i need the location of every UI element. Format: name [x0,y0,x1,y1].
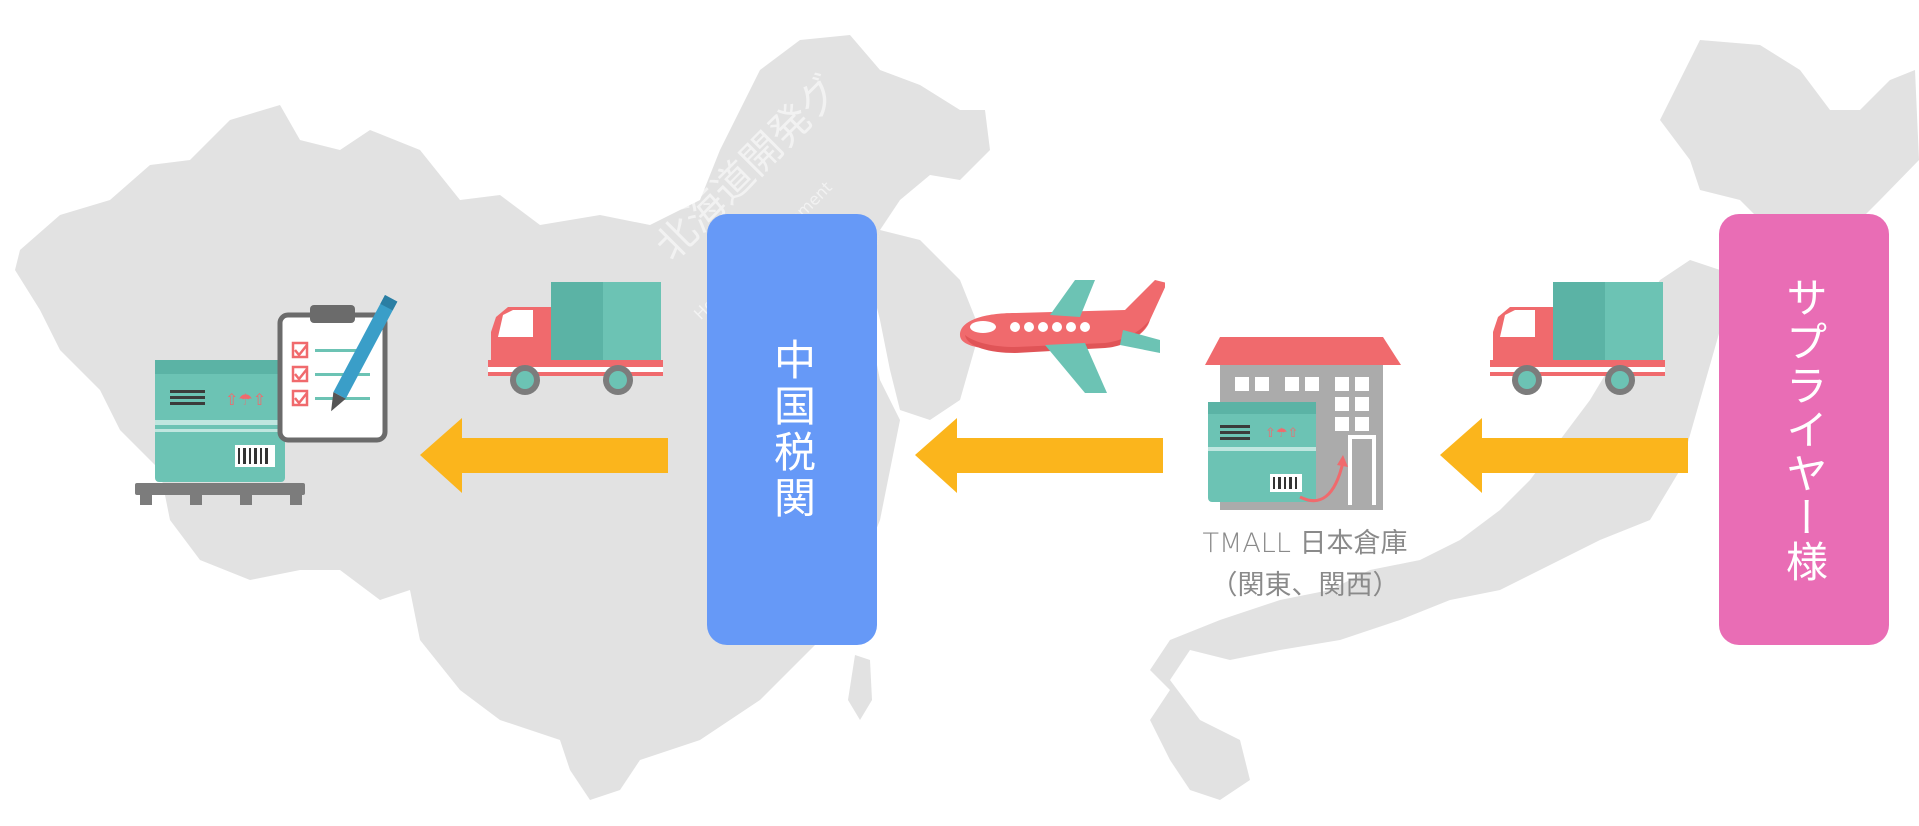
svg-text:⇧☂⇧: ⇧☂⇧ [225,390,266,409]
pallet-box-icon: ⇧☂⇧ [135,295,398,505]
warehouse-label-line2: （関東、関西） [1210,570,1400,601]
taiwan-map-shape [848,655,872,720]
flow-arrow-left-2 [915,418,1163,493]
truck-icon [488,282,663,395]
warehouse-icon: ⇧☂⇧ [1205,337,1401,510]
svg-text:⇧☂⇧: ⇧☂⇧ [1265,426,1298,441]
warehouse-label: TMALL 日本倉庫 （関東、関西） [1160,523,1450,607]
china-customs-label: 中国税関 [767,337,817,522]
airplane-icon [960,280,1165,393]
china-customs-box: 中国税関 [707,214,877,645]
japan-map-shape [1150,40,1919,800]
warehouse-label-line1: TMALL 日本倉庫 [1202,528,1408,559]
supplier-box: サプライヤー様 [1719,214,1889,645]
korea-map-shape [870,230,980,420]
truck-icon-2 [1490,282,1665,395]
clipboard-icon [277,295,398,443]
flow-arrow-left-1 [420,418,668,493]
supplier-label: サプライヤー様 [1779,275,1829,584]
flow-arrow-left-3 [1440,418,1688,493]
